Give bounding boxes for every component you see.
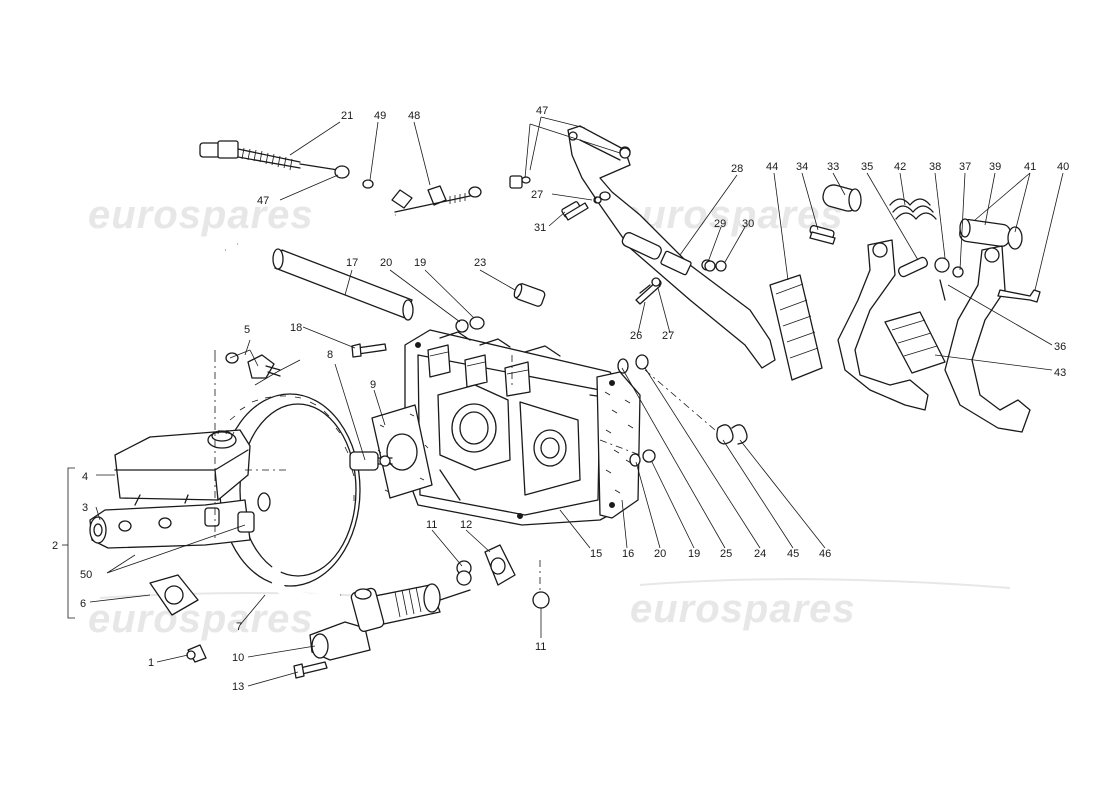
callout-15: 15 — [590, 548, 602, 560]
callout-45: 45 — [787, 548, 799, 560]
callout-37: 37 — [959, 161, 971, 173]
callout-49: 49 — [374, 110, 386, 122]
callout-26: 26 — [630, 330, 642, 342]
callout-21: 21 — [341, 110, 353, 122]
brake-servo — [219, 393, 393, 603]
callout-6: 6 — [80, 598, 86, 610]
callout-41: 41 — [1024, 161, 1036, 173]
callout-11: 11 — [426, 519, 437, 531]
callout-24: 24 — [754, 548, 766, 560]
callout-44: 44 — [766, 161, 778, 173]
callout-13: 13 — [232, 681, 244, 693]
pedal-shaft — [272, 248, 546, 321]
callout-50: 50 — [80, 569, 92, 581]
callout-36: 36 — [1054, 341, 1066, 353]
callout-42: 42 — [894, 161, 906, 173]
callout-18: 18 — [290, 322, 302, 334]
watermark-text: eurospares — [630, 587, 856, 631]
callout-30: 30 — [742, 218, 754, 230]
pedal-box — [404, 329, 641, 526]
callout-33: 33 — [827, 161, 839, 173]
callout-12: 12 — [460, 519, 472, 531]
callout-35: 35 — [861, 161, 873, 173]
callout-43: 43 — [1054, 367, 1066, 379]
pedal-pads — [769, 274, 946, 381]
callout-23: 23 — [474, 257, 486, 269]
callout-9: 9 — [370, 379, 376, 391]
callout-40: 40 — [1057, 161, 1069, 173]
callout-3: 3 — [82, 502, 88, 514]
leader-lines — [62, 116, 1064, 687]
pedals-right — [809, 184, 1041, 433]
callout-27: 27 — [531, 189, 543, 201]
callout-25: 25 — [720, 548, 732, 560]
cable-assembly — [30, 140, 531, 263]
clutch-master-cylinder — [293, 544, 550, 679]
callout-39: 39 — [989, 161, 1001, 173]
callout-5: 5 — [244, 324, 250, 336]
callout-20: 20 — [654, 548, 666, 560]
callout-34: 34 — [796, 161, 808, 173]
callout-31: 31 — [534, 222, 546, 234]
assembly-axes — [214, 355, 716, 590]
callout-labels: 21 49 48 47 47 27 31 28 29 30 26 27 44 3… — [52, 105, 1069, 693]
master-cylinder — [89, 352, 281, 663]
callout-38: 38 — [929, 161, 941, 173]
callout-4: 4 — [82, 471, 88, 483]
callout-29: 29 — [714, 218, 726, 230]
gasket-9 — [371, 404, 433, 499]
watermark-text: eurospares — [88, 193, 314, 237]
callout-10: 10 — [232, 652, 244, 664]
callout-47: 47 — [257, 195, 269, 207]
callout-19: 19 — [688, 548, 700, 560]
callout-2: 2 — [52, 540, 58, 552]
callout-8: 8 — [327, 349, 333, 361]
fasteners — [351, 147, 748, 467]
watermark-text: eurospares — [88, 597, 314, 641]
callout-46: 46 — [819, 548, 831, 560]
callout-16: 16 — [622, 548, 634, 560]
callout-11: 11 — [535, 641, 546, 653]
callout-19: 19 — [414, 257, 426, 269]
callout-48: 48 — [408, 110, 420, 122]
callout-1: 1 — [148, 657, 154, 669]
callout-20: 20 — [380, 257, 392, 269]
callout-27: 27 — [662, 330, 674, 342]
callout-47: 47 — [536, 105, 548, 117]
callout-7: 7 — [236, 621, 242, 633]
callout-28: 28 — [731, 163, 743, 175]
callout-17: 17 — [346, 257, 358, 269]
